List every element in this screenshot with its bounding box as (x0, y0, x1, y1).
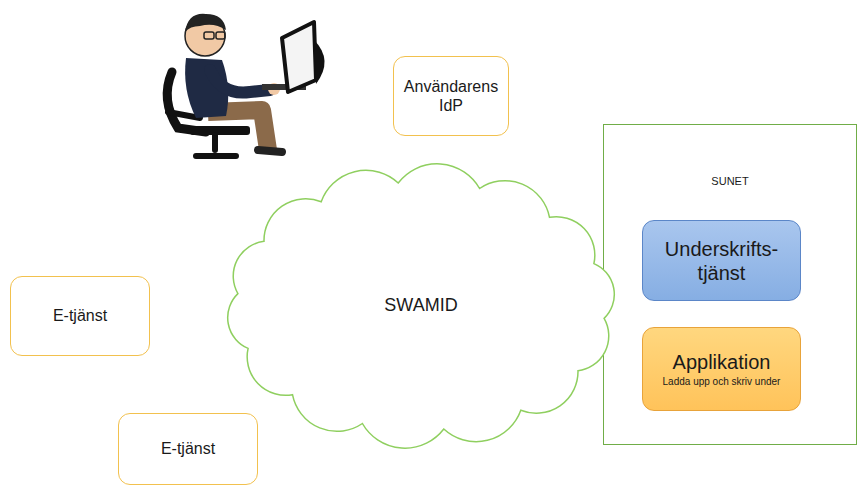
application-box: ApplikationLadda upp och skriv under (642, 327, 801, 411)
node-label: Användarens IdP (401, 77, 501, 115)
node-label: SWAMID (384, 295, 457, 317)
node-label: Underskrifts- tjänst (654, 237, 789, 285)
user-illustration (167, 14, 324, 156)
node-sublabel: Ladda upp och skriv under (663, 376, 781, 388)
node-label: E-tjänst (53, 306, 107, 325)
federation-cloud: SWAMID (215, 160, 627, 452)
service-box: E-tjänst (118, 413, 258, 485)
service-box: Underskrifts- tjänst (642, 220, 801, 301)
sunet-container: SUNET Underskrifts- tjänstApplikationLadd… (603, 124, 857, 445)
idp-box: Användarens IdP (393, 56, 509, 136)
service-box: E-tjänst (10, 276, 150, 356)
node-label: Applikation (673, 350, 771, 374)
node-label: SUNET (711, 175, 748, 188)
node-label: E-tjänst (161, 439, 215, 458)
cloud-outline-path (228, 164, 615, 448)
